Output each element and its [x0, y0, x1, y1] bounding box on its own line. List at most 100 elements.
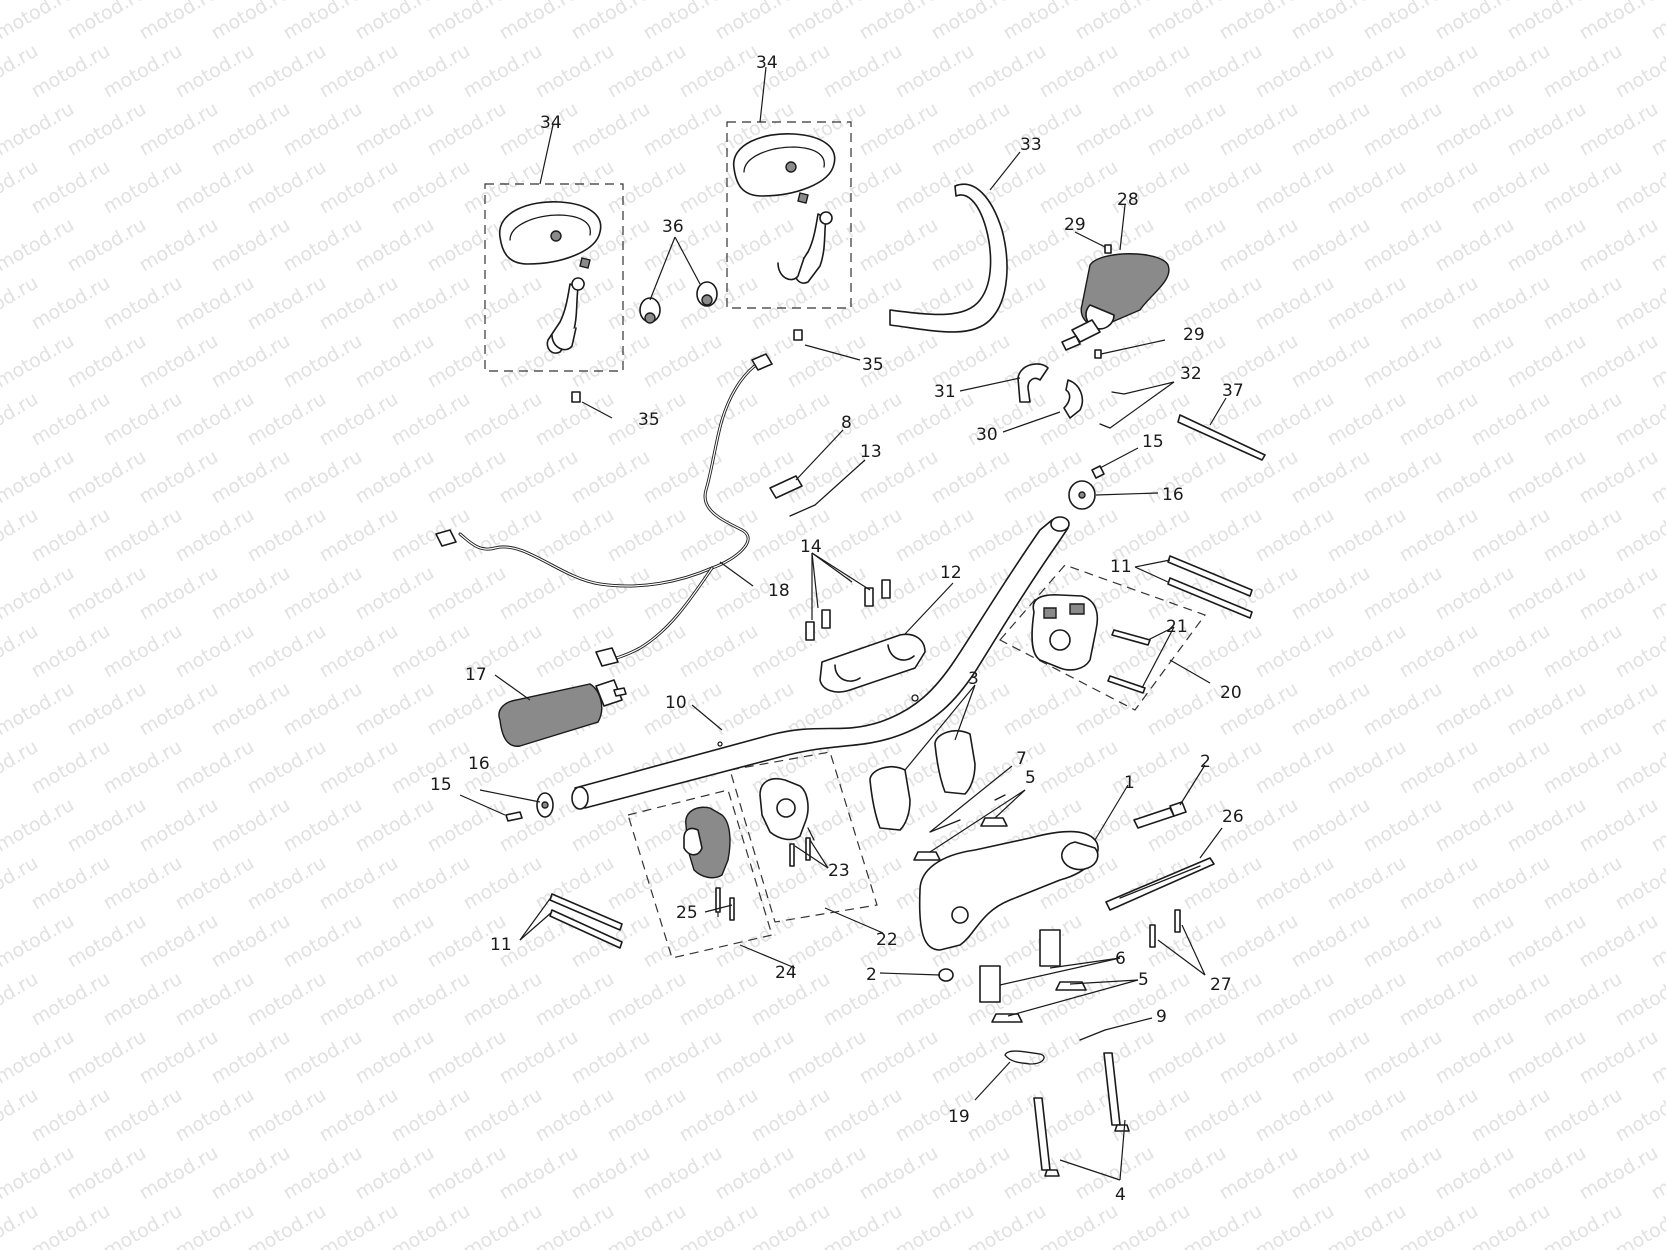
- watermark-text: motod.ru: [64, 98, 150, 161]
- yoke-screws: [1149, 909, 1181, 948]
- watermark-text: motod.ru: [1540, 504, 1626, 567]
- watermark-text: motod.ru: [1468, 504, 1554, 567]
- callout-21: 21: [1166, 617, 1188, 637]
- watermark-text: motod.ru: [0, 794, 78, 857]
- watermark-text: motod.ru: [640, 1026, 726, 1089]
- mirror-left-box: [484, 183, 624, 372]
- callout-5-upper: 5: [1025, 768, 1036, 788]
- watermark-text: motod.ru: [676, 388, 762, 451]
- watermark-text: motod.ru: [568, 446, 654, 509]
- watermark-text: motod.ru: [424, 446, 510, 509]
- callout-35-right: 35: [862, 355, 884, 375]
- watermark-text: motod.ru: [0, 0, 78, 44]
- bar-end-right: [1068, 465, 1105, 510]
- callout-6: 6: [1115, 949, 1126, 969]
- watermark-text: motod.ru: [208, 910, 294, 973]
- watermark-text: motod.ru: [1180, 156, 1266, 219]
- watermark-text: motod.ru: [1432, 1142, 1518, 1205]
- watermark-text: motod.ru: [172, 736, 258, 799]
- watermark-text: motod.ru: [1432, 330, 1518, 393]
- watermark-text: motod.ru: [1036, 736, 1122, 799]
- watermark-text: motod.ru: [1252, 968, 1338, 1031]
- watermark-text: motod.ru: [424, 98, 510, 161]
- right-switch-housing: [1031, 594, 1099, 671]
- watermark-text: motod.ru: [1360, 446, 1446, 509]
- callout-33: 33: [1020, 135, 1042, 155]
- watermark-text: motod.ru: [1360, 214, 1446, 277]
- watermark-text: motod.ru: [532, 968, 618, 1031]
- watermark-text: motod.ru: [604, 504, 690, 567]
- watermark-text: motod.ru: [640, 562, 726, 625]
- watermark-text: motod.ru: [820, 1084, 906, 1147]
- watermark-text: motod.ru: [388, 1084, 474, 1147]
- top-yoke: [918, 830, 1099, 951]
- watermark-text: motod.ru: [1540, 40, 1626, 103]
- watermark-text: motod.ru: [1108, 736, 1194, 799]
- watermark-text: motod.ru: [856, 1026, 942, 1089]
- watermark-text: motod.ru: [1000, 0, 1086, 44]
- watermark-text: motod.ru: [1288, 0, 1374, 44]
- callout-19: 19: [948, 1107, 970, 1127]
- watermark-text: motod.ru: [100, 272, 186, 335]
- long-bolts: [1033, 1052, 1130, 1177]
- watermark-text: motod.ru: [676, 1084, 762, 1147]
- watermark-text: motod.ru: [748, 388, 834, 451]
- watermark-text: motod.ru: [1144, 1142, 1230, 1205]
- watermark-text: motod.ru: [1180, 40, 1266, 103]
- callout-18: 18: [768, 581, 790, 601]
- watermark-text: motod.ru: [1504, 794, 1590, 857]
- watermark-text: motod.ru: [352, 910, 438, 973]
- watermark-text: motod.ru: [316, 852, 402, 915]
- watermark-text: motod.ru: [64, 678, 150, 741]
- watermark-text: motod.ru: [496, 1026, 582, 1089]
- watermark-text: motod.ru: [1252, 272, 1338, 335]
- watermark-text: motod.ru: [1288, 910, 1374, 973]
- watermark-text: motod.ru: [172, 1084, 258, 1147]
- watermark-text: motod.ru: [280, 446, 366, 509]
- watermark-text: motod.ru: [64, 1142, 150, 1205]
- watermark-text: motod.ru: [1504, 446, 1590, 509]
- watermark-text: motod.ru: [1432, 562, 1518, 625]
- watermark-text: motod.ru: [1576, 330, 1662, 393]
- watermark-text: motod.ru: [928, 0, 1014, 44]
- watermark-text: motod.ru: [1612, 1200, 1666, 1250]
- watermark-text: motod.ru: [1540, 156, 1626, 219]
- watermark-text: motod.ru: [244, 504, 330, 567]
- watermark-text: motod.ru: [172, 504, 258, 567]
- watermark-text: motod.ru: [784, 1142, 870, 1205]
- watermark-text: motod.ru: [712, 0, 798, 44]
- watermark-text: motod.ru: [424, 214, 510, 277]
- watermark-text: motod.ru: [1180, 736, 1266, 799]
- watermark-text: motod.ru: [388, 388, 474, 451]
- leader-lines: [459, 66, 1227, 1181]
- watermark-text: motod.ru: [136, 562, 222, 625]
- watermark-text: motod.ru: [1396, 156, 1482, 219]
- watermark-text: motod.ru: [136, 330, 222, 393]
- watermark-text: motod.ru: [748, 272, 834, 335]
- watermark-text: motod.ru: [604, 1084, 690, 1147]
- watermark-text: motod.ru: [1288, 214, 1374, 277]
- watermark-text: motod.ru: [1396, 620, 1482, 683]
- callout-7: 7: [1016, 749, 1027, 769]
- watermark-text: motod.ru: [1324, 736, 1410, 799]
- watermark-text: motod.ru: [568, 98, 654, 161]
- left-switch-housing-22: [759, 778, 815, 841]
- watermark-text: motod.ru: [1576, 214, 1662, 277]
- watermark-text: motod.ru: [460, 388, 546, 451]
- watermark-text: motod.ru: [172, 156, 258, 219]
- watermark-text: motod.ru: [1324, 968, 1410, 1031]
- callout-14: 14: [800, 537, 822, 557]
- watermark-text: motod.ru: [784, 1026, 870, 1089]
- watermark-text: motod.ru: [388, 852, 474, 915]
- callout-34-left: 34: [540, 113, 562, 133]
- mirror-screws: [571, 329, 803, 403]
- watermark-text: motod.ru: [280, 1142, 366, 1205]
- watermark-text: motod.ru: [172, 968, 258, 1031]
- watermark-text: motod.ru: [712, 1026, 798, 1089]
- watermark-text: motod.ru: [604, 40, 690, 103]
- watermark-text: motod.ru: [208, 794, 294, 857]
- balancer-weight: [769, 475, 816, 517]
- watermark-text: motod.ru: [1504, 678, 1590, 741]
- watermark-text: motod.ru: [352, 330, 438, 393]
- watermark-text: motod.ru: [532, 40, 618, 103]
